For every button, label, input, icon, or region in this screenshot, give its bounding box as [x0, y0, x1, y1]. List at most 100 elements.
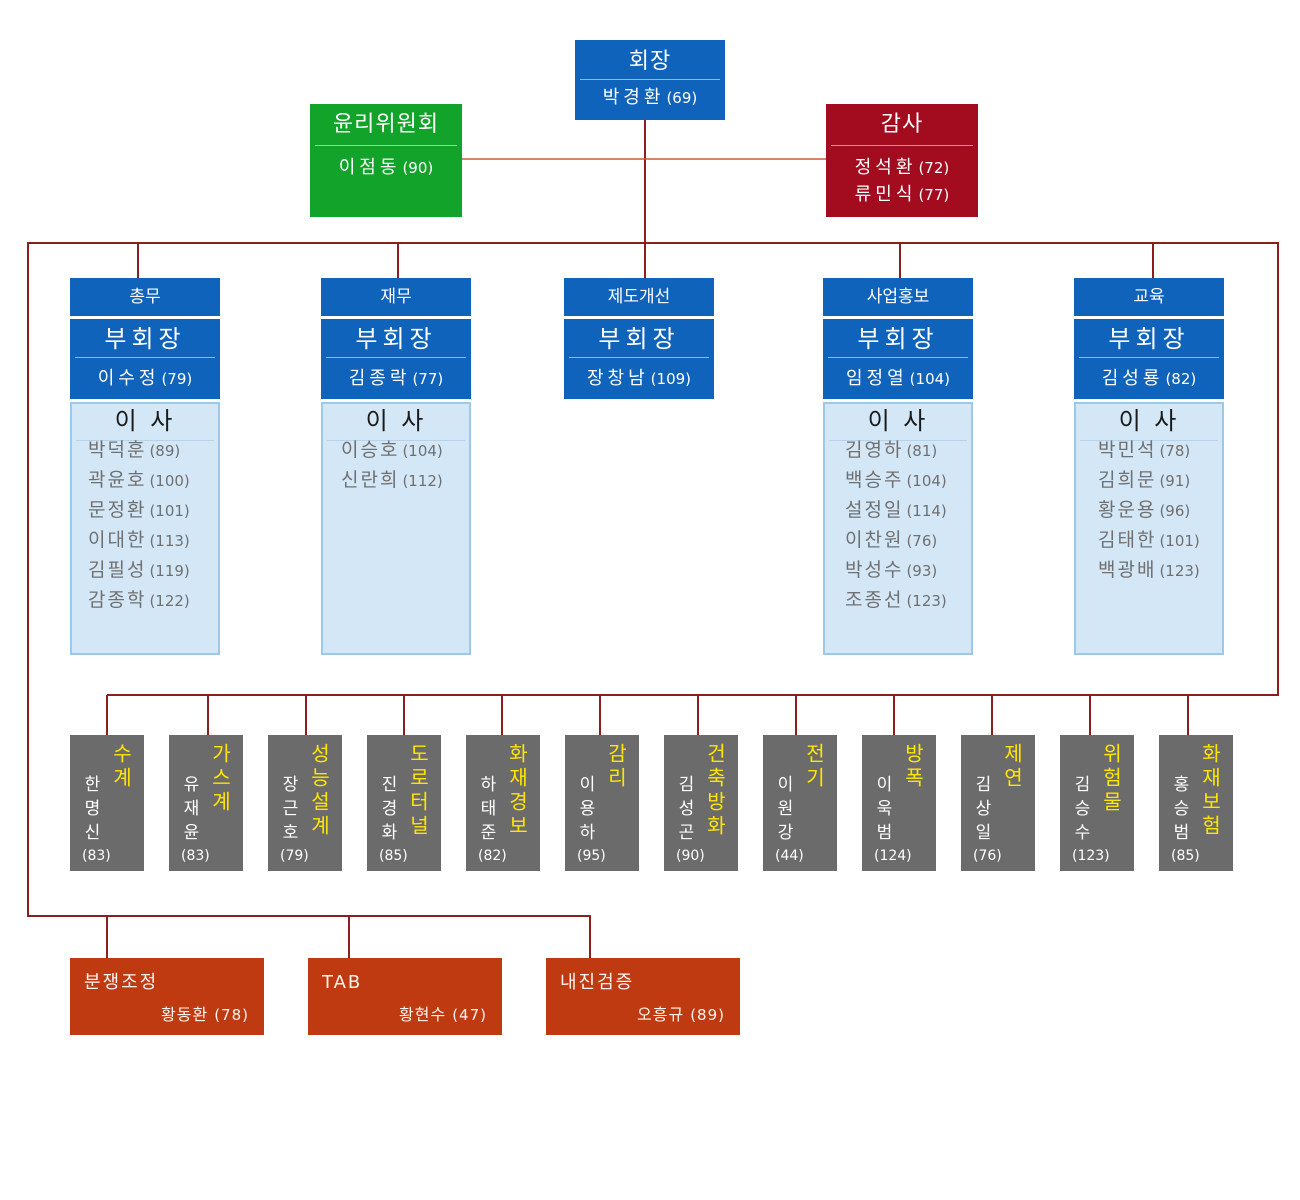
ethics-committee-box: 윤리위원회 이점동(90): [310, 104, 462, 217]
board-member: 곽윤호(100): [88, 468, 190, 498]
vice-president-entry: 임정열(104): [823, 369, 973, 389]
vice-president-name: 이수정: [97, 368, 160, 389]
board-member: 신란희(112): [341, 468, 443, 498]
board-member: 박덕훈(89): [88, 438, 190, 468]
board-member: 김영하(81): [845, 438, 947, 468]
special-member-name: 오흥규: [637, 1005, 685, 1024]
committee-member-number: (44): [775, 848, 804, 864]
committee-member-name: 김상일: [971, 775, 991, 847]
board-member: 감종학(122): [88, 588, 190, 618]
board-member: 조종선(123): [845, 588, 947, 618]
board-member: 김태한(101): [1098, 528, 1200, 558]
board-member-name: 박성수: [845, 559, 904, 581]
special-committee-entry: 황동환(78): [161, 1005, 249, 1025]
committee-member-number: (82): [478, 848, 507, 864]
committee-member-number: (83): [181, 848, 210, 864]
board-member-name: 감종학: [88, 589, 147, 611]
president-name: 박경환: [602, 87, 665, 108]
board-member-number: (91): [1159, 472, 1191, 490]
board-member-name: 이대한: [88, 529, 147, 551]
board-member-number: (122): [149, 592, 190, 610]
vice-president-number: (82): [1165, 370, 1197, 388]
divider: [1080, 440, 1218, 441]
ethics-member-name: 이점동: [338, 157, 401, 178]
committee-member-number: (95): [577, 848, 606, 864]
committee-member-name: 장근호: [278, 775, 298, 847]
committee-member-number: (76): [973, 848, 1002, 864]
board-member-name: 곽윤호: [88, 469, 147, 491]
special-committee-title: 내진검증: [560, 972, 635, 993]
board-box: 이 사 박민석(78) 김희문(91) 황운용(96) 김태한(101) 백광배…: [1074, 402, 1224, 655]
president-number: (69): [666, 89, 698, 107]
ethics-committee-title: 윤리위원회: [332, 112, 440, 137]
dept-header: 사업홍보: [823, 278, 973, 316]
committee-member-number: (124): [874, 848, 912, 864]
board-member-name: 이승호: [341, 439, 400, 461]
vice-president-name: 김종락: [348, 368, 411, 389]
board-member-name: 황운용: [1098, 499, 1157, 521]
vice-president-number: (79): [161, 370, 193, 388]
board-member-number: (119): [149, 562, 190, 580]
committee-title: 감리: [604, 743, 628, 791]
vice-president-entry: 장창남(109): [564, 369, 714, 389]
board-member: 문정환(101): [88, 498, 190, 528]
vice-president-box: 부회장 이수정(79): [70, 319, 220, 399]
board-member-name: 백광배: [1098, 559, 1157, 581]
auditor-name: 류민식: [854, 184, 917, 205]
board-member-name: 설정일: [845, 499, 904, 521]
board-list: 이승호(104) 신란희(112): [341, 438, 443, 498]
committee-title: 화재경보: [505, 743, 529, 839]
committee-member-name: 유재윤: [179, 775, 199, 847]
board-member-number: (76): [906, 532, 938, 550]
vice-president-number: (109): [650, 370, 692, 388]
board-member-name: 문정환: [88, 499, 147, 521]
auditor-name: 정석환: [854, 157, 917, 178]
committee-title: 방폭: [901, 743, 925, 791]
committee-member-number: (83): [82, 848, 111, 864]
board-member-number: (81): [906, 442, 938, 460]
ethics-committee-entry: 이점동(90): [310, 158, 462, 178]
board-title: 이 사: [114, 407, 176, 435]
vice-president-entry: 이수정(79): [70, 369, 220, 389]
committee-member-number: (90): [676, 848, 705, 864]
president-title: 회장: [628, 49, 672, 74]
board-member-number: (114): [906, 502, 947, 520]
committee-title: 성능설계: [307, 743, 331, 839]
audit-entry: 정석환(72): [826, 158, 978, 178]
board-member: 박민석(78): [1098, 438, 1200, 468]
special-committee-box: 분쟁조정 황동환(78): [70, 958, 264, 1035]
vice-president-role: 부회장: [104, 325, 186, 353]
board-member-number: (93): [906, 562, 938, 580]
vice-president-box: 부회장 김성룡(82): [1074, 319, 1224, 399]
board-member-number: (101): [149, 502, 190, 520]
board-member-name: 김태한: [1098, 529, 1157, 551]
board-member-number: (112): [402, 472, 443, 490]
dept-header: 제도개선: [564, 278, 714, 316]
board-member-name: 박민석: [1098, 439, 1157, 461]
committee-title: 위험물: [1099, 743, 1123, 815]
dept-header: 재무: [321, 278, 471, 316]
board-member-number: (101): [1159, 532, 1200, 550]
board-member-number: (104): [906, 472, 947, 490]
audit-entry: 류민식(77): [826, 185, 978, 205]
committee-title: 수계: [109, 743, 133, 791]
board-member: 이찬원(76): [845, 528, 947, 558]
divider: [1079, 357, 1219, 358]
vice-president-name: 임정열: [845, 368, 908, 389]
board-member: 설정일(114): [845, 498, 947, 528]
auditor-number: (77): [918, 186, 950, 204]
vice-president-role: 부회장: [598, 325, 680, 353]
audit-box: 감사 정석환(72) 류민식(77): [826, 104, 978, 217]
divider: [831, 145, 973, 146]
special-member-number: (89): [690, 1006, 725, 1024]
special-member-number: (47): [452, 1006, 487, 1024]
